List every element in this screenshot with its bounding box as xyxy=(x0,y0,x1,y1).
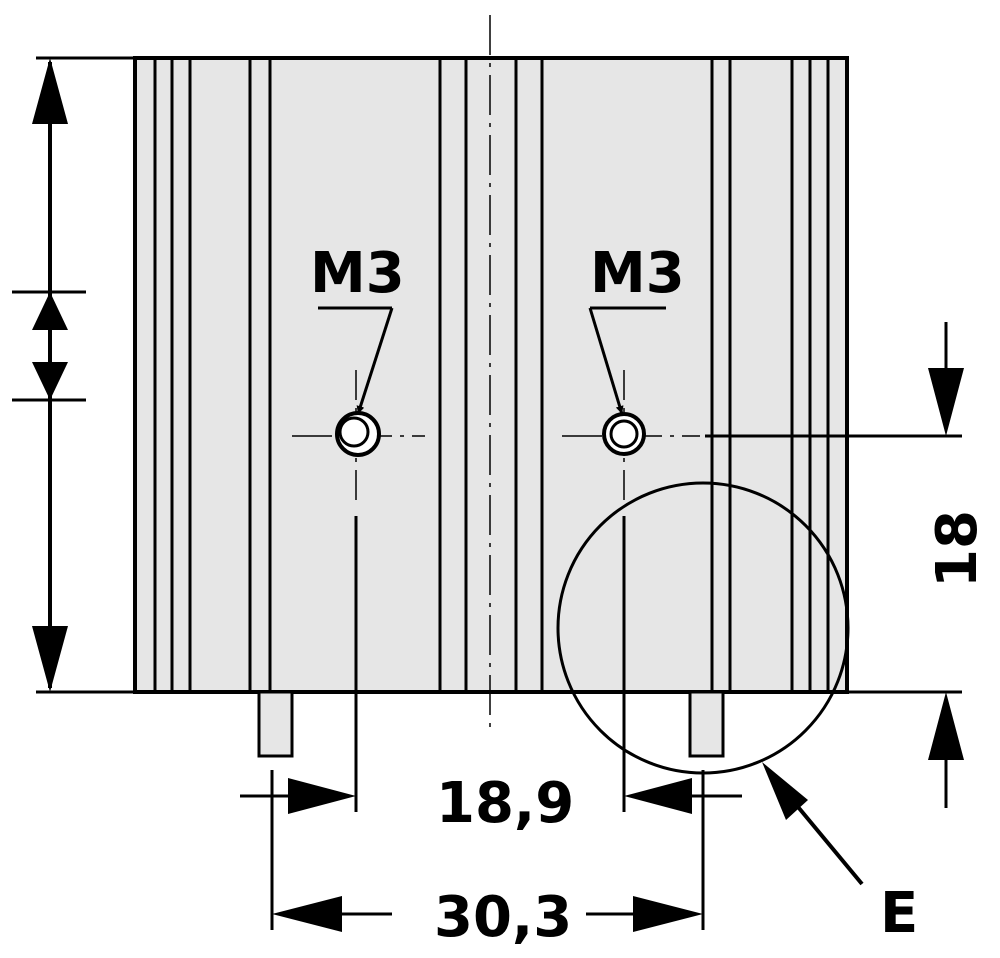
pin-spacing-arrowheads xyxy=(272,896,703,932)
pin-spacing-dimension xyxy=(270,770,705,930)
hole-spacing-label: 18,9 xyxy=(436,771,574,836)
detail-leader xyxy=(762,762,864,886)
fin-lines xyxy=(153,58,830,692)
hole-height-arrowheads xyxy=(928,368,964,760)
thread-leader-left xyxy=(318,306,394,415)
thread-label-left: M3 xyxy=(310,241,405,306)
pin-spacing-label: 30,3 xyxy=(434,885,572,950)
thread-leader-right xyxy=(588,306,666,415)
mounting-hole-left xyxy=(335,411,381,457)
hole-spacing-arrowheads xyxy=(288,778,692,814)
left-dimension-arrowheads xyxy=(32,58,68,692)
left-height-dimension xyxy=(12,56,135,694)
hole-height-label: 18 xyxy=(925,510,990,588)
thread-label-right: M3 xyxy=(590,241,685,306)
solder-pin-left xyxy=(257,690,294,758)
detail-label: E xyxy=(880,881,918,946)
mounting-hole-right xyxy=(602,412,646,456)
heatsink-outline xyxy=(133,56,849,694)
heatsink-body xyxy=(133,56,849,758)
solder-pin-right xyxy=(688,690,725,758)
